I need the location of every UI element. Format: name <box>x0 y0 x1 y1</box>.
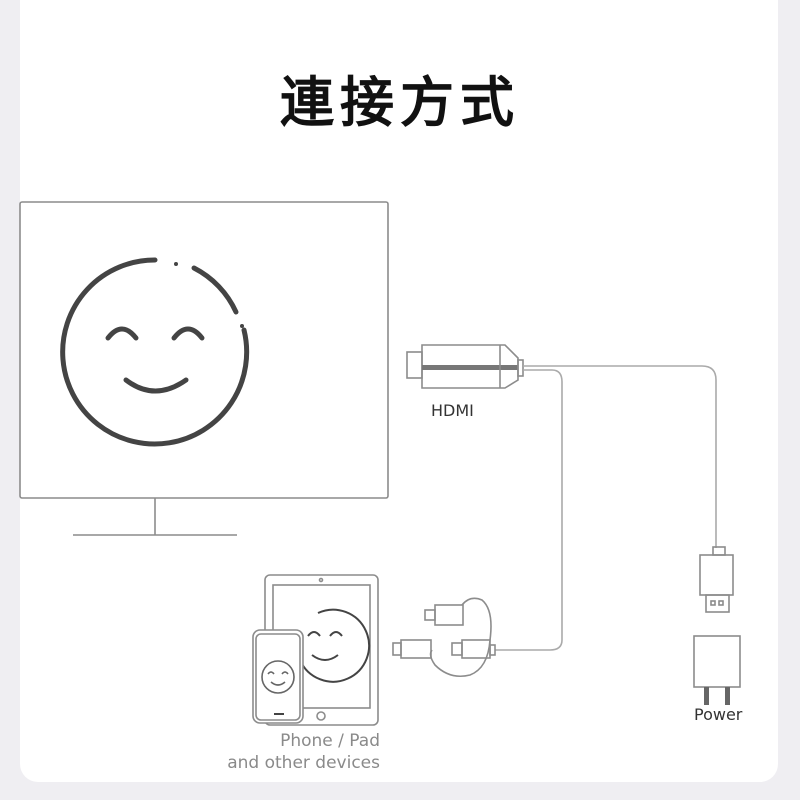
monitor-icon <box>19 201 389 536</box>
power-label: Power <box>694 705 743 724</box>
power-adapter-icon <box>693 635 741 705</box>
multi-connector-icon <box>392 597 496 678</box>
devices-label-line1: Phone / Pad <box>280 731 380 751</box>
page-title: 連接方式 <box>280 71 520 134</box>
cable-lines <box>495 365 717 651</box>
phone-icon <box>252 629 304 724</box>
usb-plug-icon <box>699 546 734 613</box>
tablet-icon <box>264 574 379 726</box>
hdmi-label: HDMI <box>431 401 474 420</box>
hdmi-dongle-icon <box>406 344 524 389</box>
devices-label: Phone / Pad and other devices <box>227 730 380 774</box>
devices-label-line2: and other devices <box>227 753 380 773</box>
